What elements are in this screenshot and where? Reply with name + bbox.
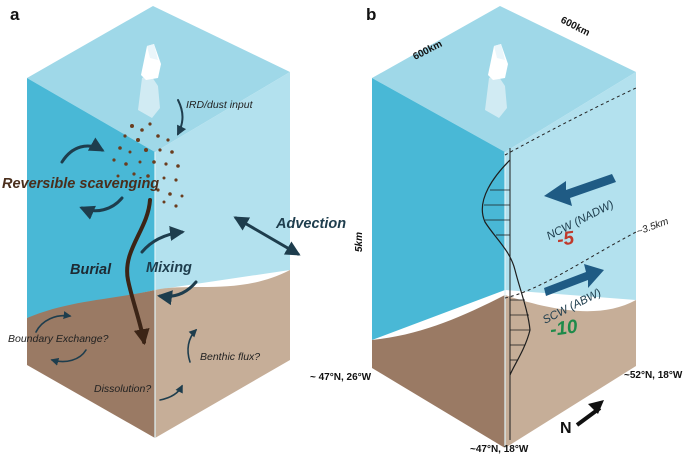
panel-b-left-water: [372, 78, 505, 340]
coord-bottom-label: ~47°N, 18°W: [470, 444, 529, 455]
panel-b-right-water: [505, 72, 636, 300]
panel-b-sediment-left: [372, 295, 505, 448]
coord-left-label: ~ 47°N, 26°W: [310, 372, 372, 383]
scavenging-arrow-top: [60, 137, 105, 164]
input-arrow: [177, 99, 187, 136]
panel-a-sediment-left: [27, 290, 155, 438]
scw-flow-arrow: [544, 264, 604, 296]
mixing-arrow-top: [140, 226, 185, 254]
dissolution-arrow: [159, 384, 183, 401]
dimension-right-label: 600km: [559, 15, 592, 39]
benthic-label: Benthic flux?: [200, 351, 260, 363]
dust-particles: [112, 122, 184, 208]
coord-right-label: ~52°N, 18°W: [624, 370, 683, 381]
mixing-label: Mixing: [146, 260, 192, 276]
panel-b-top-face: [372, 6, 636, 152]
boundary-arrow-bottom: [50, 349, 87, 366]
scw-value: -10: [549, 316, 580, 341]
panel-a-block: [27, 6, 290, 438]
panel-a-left-water: [27, 78, 155, 318]
ncw-scw-interface-line: [504, 231, 637, 299]
panel-b-label: b: [366, 5, 376, 24]
dissolution-label: Dissolution?: [94, 383, 151, 395]
ncw-flow-arrow: [544, 174, 616, 206]
scavenging-arrow-bottom: [79, 196, 124, 220]
depth-label: 5km: [354, 232, 365, 252]
burial-arrow: [125, 198, 152, 346]
panel-a-sediment-right: [155, 270, 290, 438]
input-label: IRD/dust input: [186, 99, 254, 111]
panel-a-top-face: [27, 6, 290, 152]
panel-b-block: [372, 6, 636, 448]
iceberg-icon: [485, 44, 508, 118]
advection-label: Advection: [275, 216, 346, 232]
scavenging-label: Reversible scavenging: [2, 176, 159, 192]
benthic-arrow: [187, 328, 198, 363]
interface-depth-label: ~3.5km: [635, 216, 670, 238]
panel-b-sediment-right: [505, 295, 636, 448]
ncw-value: -5: [556, 228, 576, 251]
panel-a-arrows: [35, 99, 301, 401]
velocity-profile: [481, 148, 531, 440]
mixing-arrow-bottom: [157, 280, 198, 306]
panel-a-label: a: [10, 5, 20, 24]
burial-label: Burial: [70, 262, 112, 278]
north-arrow-icon: [575, 400, 604, 427]
upper-boundary-line: [504, 87, 637, 156]
boundary-arrow-top: [35, 311, 72, 333]
boundary-label: Boundary Exchange?: [8, 333, 109, 345]
advection-arrow: [233, 216, 301, 256]
north-label: N: [560, 420, 572, 437]
iceberg-icon: [138, 44, 161, 118]
